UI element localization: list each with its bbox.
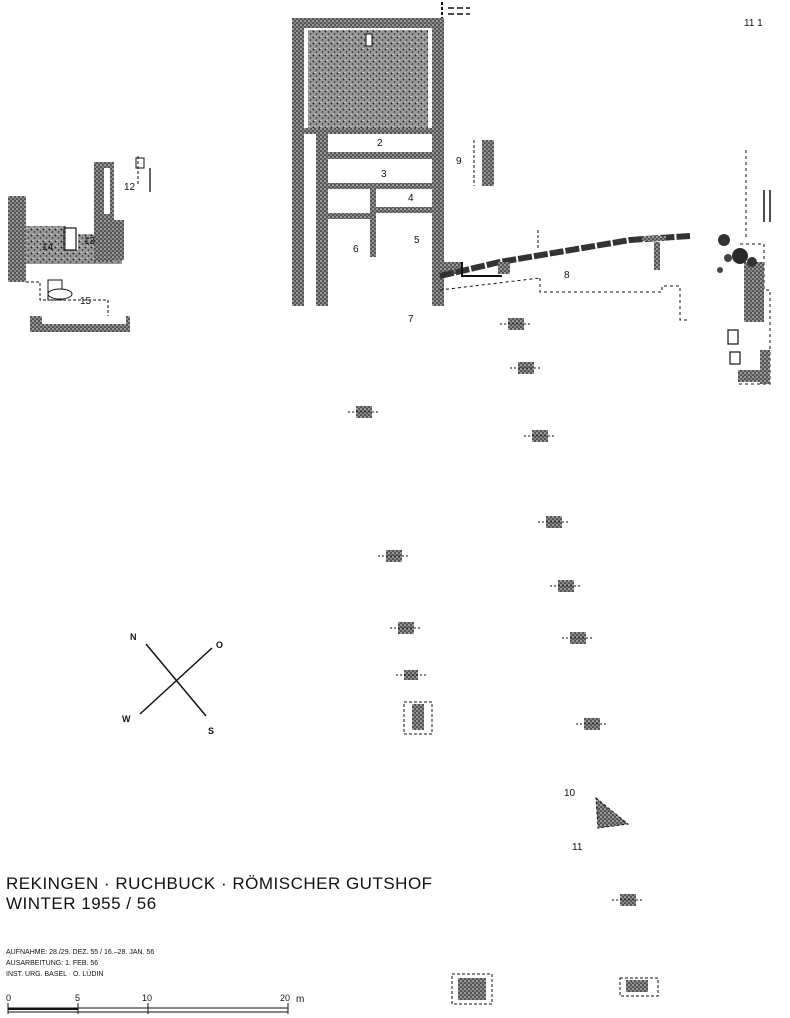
meta-institut: INST. URG. BASEL · O. LÜDIN: [6, 971, 104, 978]
pillar-mark: [390, 622, 422, 634]
meta-ausarbeitung: AUSARBEITUNG: 1. FEB. 56: [6, 960, 99, 967]
pillar-marks: [348, 318, 659, 1005]
room-14: [26, 226, 66, 250]
scale-unit: m: [296, 994, 304, 1005]
room-label-7: 7: [408, 314, 414, 325]
corner-marks: 11 1: [744, 18, 763, 29]
scale-tick-10: 10: [142, 993, 152, 1003]
room-label-5: 5: [414, 235, 420, 246]
pillar-mark: [576, 718, 608, 730]
room-label-8: 8: [564, 270, 570, 281]
map-subtitle: WINTER 1955 / 56: [6, 894, 157, 913]
pillar-mark: [451, 973, 493, 1005]
pillar-mark: [538, 516, 570, 528]
room-label-15: 15: [80, 296, 92, 307]
pillar-mark: [396, 670, 426, 680]
pillar-mark: [348, 406, 380, 418]
room-9-wall: [473, 140, 494, 186]
pillar-mark: [550, 580, 582, 592]
pillar-mark: [612, 894, 644, 906]
map-title: REKINGEN · RUCHBUCK · RÖMISCHER GUTSHOF: [6, 874, 433, 893]
room-label-14: 14: [42, 242, 54, 253]
pillar-mark: [403, 701, 433, 735]
scale-tick-5: 5: [75, 993, 80, 1003]
scale-tick-0: 0: [6, 993, 11, 1003]
main-building: [292, 2, 470, 309]
pillar-mark: [378, 550, 410, 562]
room-6: [328, 219, 370, 257]
room-label-2: 2: [377, 138, 383, 149]
room-label-4: 4: [408, 193, 414, 204]
compass-west: W: [122, 714, 131, 724]
compass-south: S: [208, 726, 214, 736]
room-label-9: 9: [456, 156, 462, 167]
room-label-11: 11: [572, 842, 583, 853]
room-labels: 2 3 4 5 6 7 8 9 10 11 12 13 14 15: [42, 138, 583, 853]
room-5: [376, 213, 432, 257]
room-label-13: 13: [84, 236, 96, 247]
room-label-6: 6: [353, 244, 359, 255]
meta-block: AUFNAHME: 28./29. DEZ. 55 / 16.–28. JAN.…: [6, 947, 154, 980]
east-rubble: [717, 234, 757, 273]
pillar-mark: [524, 430, 556, 442]
room-3: [328, 159, 432, 183]
room-label-10: 10: [564, 788, 576, 799]
room-2: [328, 134, 432, 152]
corridor-room-8: [439, 230, 691, 321]
room-label-3: 3: [381, 169, 387, 180]
pillar-mark: [619, 977, 659, 997]
scale-tick-20: 20: [280, 993, 290, 1003]
triangular-feature: [595, 796, 630, 829]
east-structure: [717, 150, 771, 385]
pillar-mark: [500, 318, 532, 330]
west-building: [8, 156, 151, 332]
title-block: REKINGEN · RUCHBUCK · RÖMISCHER GUTSHOF …: [6, 874, 433, 914]
compass-north: N: [130, 632, 137, 642]
compass-rose: N O S W: [122, 632, 223, 736]
compass-east: O: [216, 640, 223, 650]
pillar-mark: [562, 632, 594, 644]
pillar-mark: [510, 362, 542, 374]
meta-aufnahme: AUFNAHME: 28./29. DEZ. 55 / 16.–28. JAN.…: [6, 949, 155, 956]
scale-bar: 0 5 10 20 m: [6, 993, 304, 1014]
room-4: [376, 189, 432, 207]
room-label-12: 12: [124, 182, 136, 193]
